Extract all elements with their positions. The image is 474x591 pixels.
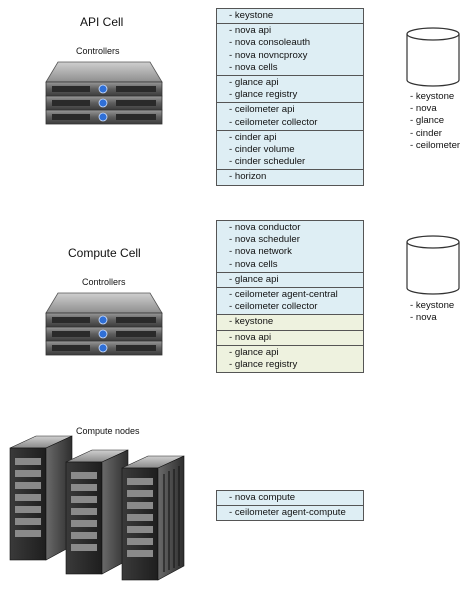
compute-node-racks-icon: [9, 435, 185, 581]
api-service-item: - nova consoleauth: [229, 37, 311, 49]
api-service-item: - glance registry: [229, 89, 298, 101]
compute-service-item: - ceilometer collector: [229, 301, 318, 313]
api-service-item: - cinder api: [229, 131, 277, 143]
nodes-service-item: - ceilometer agent-compute: [229, 507, 346, 519]
compute-database-list: - keystone- nova: [410, 300, 454, 324]
api-controller-server-icon: [45, 61, 163, 125]
api-cell-service-stack: - keystone- nova api- nova consoleauth- …: [216, 8, 364, 186]
api-database-item: - cinder: [410, 127, 442, 139]
compute-controller-server-icon: [45, 292, 163, 356]
compute-service-item: - nova conductor: [229, 222, 301, 233]
compute-segment: - nova conductor- nova scheduler- nova n…: [217, 221, 363, 273]
compute-service-item: - nova cells: [229, 258, 278, 270]
compute-service-item: - nova scheduler: [229, 234, 300, 246]
compute-segment: - nova api: [217, 330, 363, 346]
compute-service-item: - ceilometer agent-central: [229, 289, 338, 301]
api-service-item: - glance api: [229, 77, 279, 89]
api-segment: - nova api- nova consoleauth- nova novnc…: [217, 24, 363, 77]
api-database-item: - keystone: [410, 91, 455, 102]
api-segment: - horizon: [217, 170, 363, 186]
compute-cell-title: Compute Cell: [68, 246, 141, 260]
compute-controllers-label: Controllers: [82, 277, 126, 287]
api-controllers-label: Controllers: [76, 46, 120, 56]
api-service-item: - nova cells: [229, 61, 278, 73]
compute-database-icon: [406, 235, 460, 295]
compute-service-item: - keystone: [229, 316, 274, 328]
api-database-item: - glance: [410, 115, 445, 127]
nodes-service-item: - nova compute: [229, 492, 296, 503]
compute-nodes-service-stack: - nova compute - ceilometer agent-compute: [216, 490, 364, 522]
api-segment: - keystone: [217, 9, 363, 25]
api-service-item: - cinder volume: [229, 144, 295, 156]
compute-segment: - ceilometer agent-central- ceilometer c…: [217, 288, 363, 316]
api-database-item: - nova: [410, 103, 437, 115]
api-segment: - glance api- glance registry: [217, 76, 363, 104]
compute-cell-service-stack: - nova conductor- nova scheduler- nova n…: [216, 220, 364, 374]
compute-database-item: - nova: [410, 312, 437, 324]
api-service-item: - cinder scheduler: [229, 156, 306, 168]
compute-database-item: - keystone: [410, 300, 455, 311]
api-service-item: - nova novncproxy: [229, 49, 308, 61]
api-database-item: - ceilometer: [410, 139, 461, 151]
compute-segment: - glance api- glance registry: [217, 345, 363, 374]
compute-nodes-label: Compute nodes: [76, 426, 140, 436]
compute-service-item: - glance registry: [229, 359, 298, 371]
api-cell-title: API Cell: [80, 15, 124, 29]
compute-service-item: - glance api: [229, 273, 279, 285]
compute-segment: - glance api: [217, 272, 363, 289]
nodes-segment: - nova compute: [217, 491, 363, 507]
api-service-item: - nova api: [229, 25, 272, 37]
compute-segment: - keystone: [217, 315, 363, 331]
api-service-item: - keystone: [229, 10, 274, 21]
compute-service-item: - glance api: [229, 346, 279, 358]
api-database-icon: [406, 27, 460, 87]
compute-service-item: - nova api: [229, 331, 272, 343]
api-service-item: - ceilometer collector: [229, 116, 318, 128]
api-service-item: - ceilometer api: [229, 104, 295, 116]
api-service-item: - horizon: [229, 171, 267, 183]
api-segment: - ceilometer api- ceilometer collector: [217, 103, 363, 131]
api-database-list: - keystone- nova- glance- cinder- ceilom…: [410, 91, 460, 152]
compute-service-item: - nova network: [229, 246, 292, 258]
nodes-segment: - ceilometer agent-compute: [217, 506, 363, 522]
api-segment: - cinder api- cinder volume- cinder sche…: [217, 130, 363, 171]
